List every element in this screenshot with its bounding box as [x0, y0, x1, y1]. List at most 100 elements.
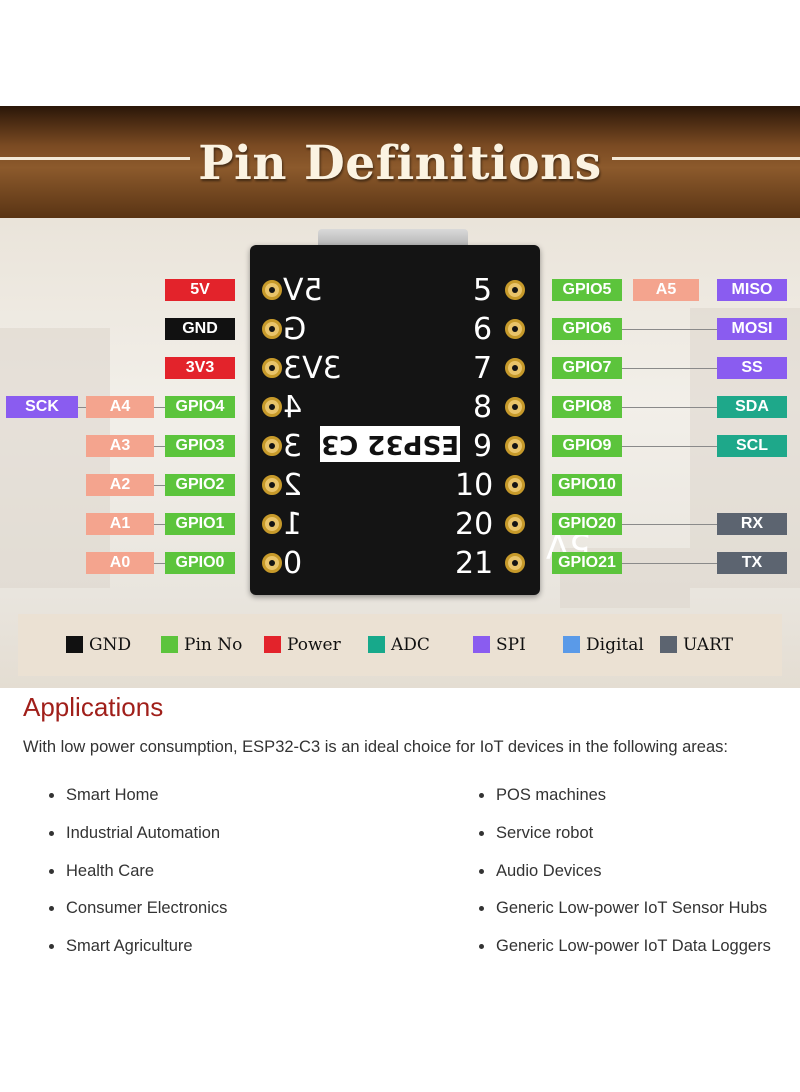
silk-label-right-4: 9: [473, 429, 493, 464]
application-item: Generic Low-power IoT Sensor Hubs: [478, 899, 768, 917]
pin-pad-right-2: [505, 358, 525, 378]
silk-label-right-3: 8: [473, 390, 493, 425]
pin-tag-gpio20: GPIO20: [552, 513, 622, 535]
chip-label: ESP32 C3: [320, 426, 460, 462]
legend-label: SPI: [496, 635, 526, 655]
silk-label-left-4: 3: [283, 429, 303, 464]
pin-tag-gnd: GND: [165, 318, 235, 340]
header-banner: Pin Definitions: [0, 106, 800, 218]
pin-tag-gpio9: GPIO9: [552, 435, 622, 457]
pin-tag-a1: A1: [86, 513, 154, 535]
pin-connector: [154, 407, 165, 408]
pin-tag-scl: SCL: [717, 435, 787, 457]
pin-connector: [622, 368, 717, 369]
application-item: Audio Devices: [478, 862, 602, 880]
application-item: Smart Agriculture: [49, 937, 193, 955]
pin-connector: [622, 407, 717, 408]
pin-pad-right-5: [505, 475, 525, 495]
pin-pad-right-3: [505, 397, 525, 417]
application-item: Industrial Automation: [48, 824, 221, 842]
legend-label: GND: [89, 635, 132, 655]
pin-tag-tx: TX: [717, 552, 787, 574]
pin-tag-miso: MISO: [717, 279, 787, 301]
legend-swatch: [161, 636, 178, 653]
legend-swatch: [66, 636, 83, 653]
silk-label-right-1: 6: [473, 312, 493, 347]
applications-title: Applications: [23, 692, 164, 722]
silk-label-left-3: 4: [283, 390, 303, 425]
pin-tag-rx: RX: [717, 513, 787, 535]
color-legend: GND Pin No Power ADC SPI Digital UART: [18, 614, 782, 676]
pin-tag-gpio3: GPIO3: [165, 435, 235, 457]
pin-tag-gpio10: GPIO10: [552, 474, 622, 496]
legend-label: Power: [287, 635, 341, 655]
pin-connector: [622, 563, 717, 564]
pin-pad-left-5: [262, 475, 282, 495]
pin-pad-left-7: [262, 553, 282, 573]
silk-label-left-5: 2: [283, 468, 303, 503]
pin-connector: [154, 563, 165, 564]
pin-tag-gpio5: GPIO5: [552, 279, 622, 301]
silk-label-left-6: 1: [283, 507, 303, 542]
pin-tag-gpio0: GPIO0: [165, 552, 235, 574]
pin-tag-a4: A4: [86, 396, 154, 418]
pin-connector: [154, 485, 165, 486]
pin-pad-left-6: [262, 514, 282, 534]
pin-pad-left-1: [262, 319, 282, 339]
banner-line-left: [0, 157, 190, 160]
pin-pad-left-0: [262, 280, 282, 300]
legend-swatch: [368, 636, 385, 653]
silk-label-right-5: 10: [455, 468, 494, 503]
legend-label: ADC: [391, 635, 430, 655]
silk-label-right-7: 21: [455, 546, 494, 581]
pin-pad-right-0: [505, 280, 525, 300]
pin-tag-5v: 5V: [165, 279, 235, 301]
pin-connector: [154, 446, 165, 447]
pin-tag-gpio7: GPIO7: [552, 357, 622, 379]
silk-label-right-0: 5: [473, 273, 493, 308]
pin-tag-gpio4: GPIO4: [165, 396, 235, 418]
legend-swatch: [473, 636, 490, 653]
pin-tag-gpio6: GPIO6: [552, 318, 622, 340]
pin-tag-gpio1: GPIO1: [165, 513, 235, 535]
pin-tag-a5: A5: [633, 279, 699, 301]
legend-label: Pin No: [184, 635, 243, 655]
silk-label-right-2: 7: [473, 351, 493, 386]
pin-connector: [622, 329, 717, 330]
silk-label-right-6: 20: [455, 507, 494, 542]
legend-swatch: [264, 636, 281, 653]
silk-label-left-2: 3V3: [283, 351, 342, 386]
banner-line-right: [612, 157, 800, 160]
pin-tag-a3: A3: [86, 435, 154, 457]
pin-tag-a2: A2: [86, 474, 154, 496]
application-item: Health Care: [48, 862, 155, 880]
esp32-c3-board: 5V 3V: [250, 245, 653, 651]
pin-connector: [622, 446, 717, 447]
applications-intro: With low power consumption, ESP32-C3 is …: [23, 738, 728, 756]
application-item: Consumer Electronics: [48, 899, 228, 917]
application-item: Service robot: [478, 824, 594, 842]
application-item: Generic Low-power IoT Data Loggers: [479, 937, 771, 955]
legend-swatch: [563, 636, 580, 653]
legend-swatch: [660, 636, 677, 653]
pin-tag-3v3: 3V3: [165, 357, 235, 379]
pin-connector: [154, 524, 165, 525]
pin-tag-gpio8: GPIO8: [552, 396, 622, 418]
pin-connector: [622, 524, 717, 525]
pin-tag-gpio21: GPIO21: [552, 552, 622, 574]
application-item: POS machines: [478, 786, 607, 804]
pin-connector: [78, 407, 86, 408]
pin-pad-right-1: [505, 319, 525, 339]
pin-pad-left-4: [262, 436, 282, 456]
legend-label: Digital: [586, 635, 644, 655]
pin-tag-a0: A0: [86, 552, 154, 574]
silk-label-left-7: 0: [283, 546, 303, 581]
pin-pad-right-4: [505, 436, 525, 456]
silk-label-left-0: 5V: [283, 273, 323, 308]
silk-label-left-1: G: [283, 312, 307, 347]
pin-tag-gpio2: GPIO2: [165, 474, 235, 496]
pin-tag-ss: SS: [717, 357, 787, 379]
legend-label: UART: [683, 635, 733, 655]
pin-tag-mosi: MOSI: [717, 318, 787, 340]
pin-pad-right-6: [505, 514, 525, 534]
